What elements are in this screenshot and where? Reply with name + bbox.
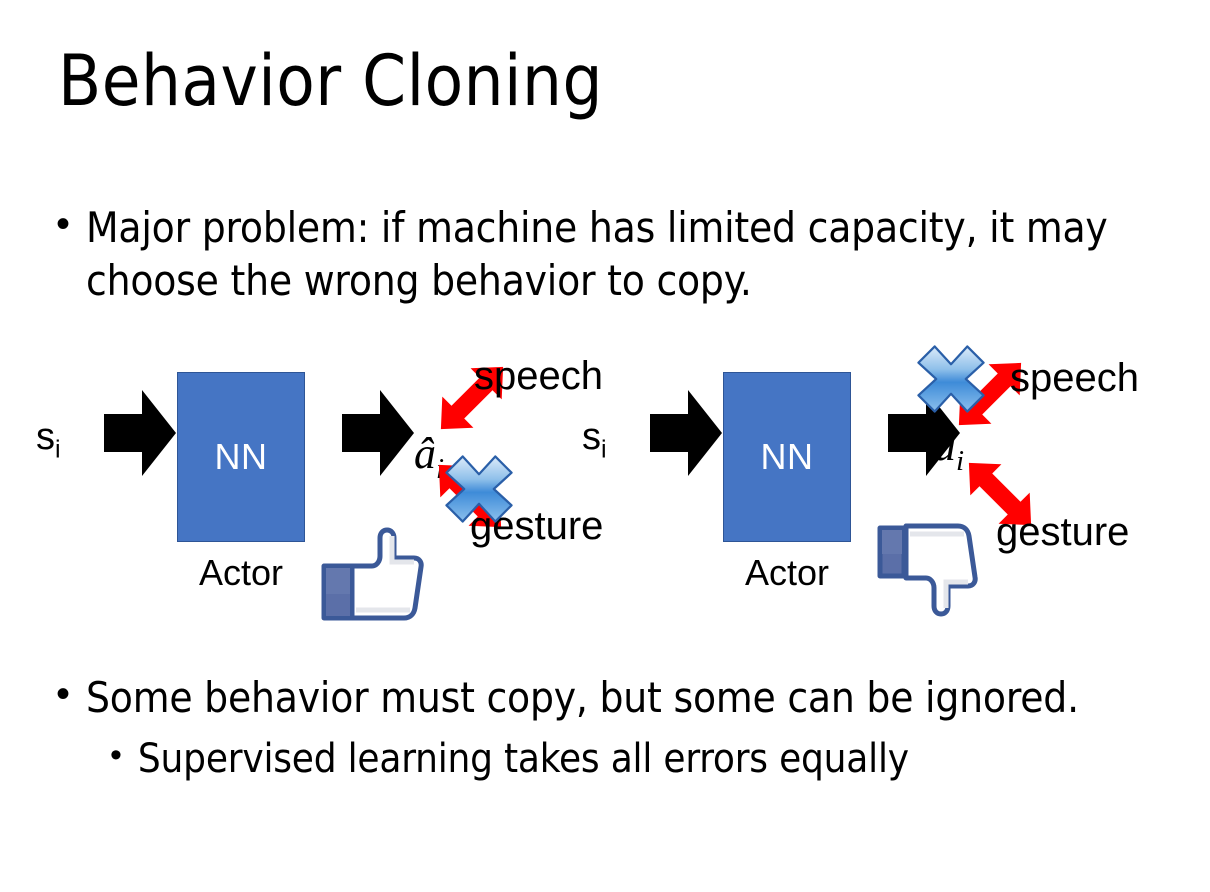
action-label-right: âi bbox=[934, 424, 964, 476]
diagram-panel-left: si NN Actor âi bbox=[22, 336, 622, 636]
branch-label-gesture-right: gesture bbox=[996, 510, 1130, 554]
state-subscript: i bbox=[55, 435, 61, 464]
actor-label-left: Actor bbox=[198, 552, 284, 593]
bullet-text: Major problem: if machine has limited ca… bbox=[86, 203, 1108, 305]
action-symbol: â bbox=[934, 421, 956, 470]
bullet-text: Some behavior must copy, but some can be… bbox=[86, 673, 1079, 722]
nn-label: NN bbox=[214, 436, 268, 477]
state-subscript: i bbox=[601, 435, 607, 464]
branch-label-speech-right: speech bbox=[1010, 356, 1139, 400]
bullet-marker-icon: • bbox=[56, 202, 71, 246]
thumbs-down-icon-right bbox=[874, 520, 978, 618]
block-right-arrow-icon-output-right bbox=[888, 390, 960, 476]
state-symbol: s bbox=[36, 416, 55, 458]
block-right-arrow-icon-input-left bbox=[104, 390, 176, 476]
branch-label-speech-left: speech bbox=[474, 354, 603, 398]
blue-cross-icon-right bbox=[914, 342, 988, 416]
red-double-headed-arrow-icon-speech-left bbox=[422, 348, 522, 448]
bullet-item-some-behavior: • Some behavior must copy, but some can … bbox=[56, 672, 1166, 725]
action-symbol: â bbox=[414, 429, 436, 478]
state-symbol: s bbox=[582, 416, 601, 458]
bullet-text: Supervised learning takes all errors equ… bbox=[137, 736, 909, 782]
blue-cross-icon-left bbox=[442, 452, 516, 526]
bullet-marker-icon: • bbox=[56, 672, 71, 716]
actor-label-right: Actor bbox=[744, 552, 830, 593]
page-title: Behavior Cloning bbox=[58, 40, 603, 122]
nn-box-left: NN bbox=[177, 372, 305, 542]
red-double-headed-arrow-icon-gesture-right bbox=[950, 444, 1050, 544]
bullet-item-supervised-learning: • Supervised learning takes all errors e… bbox=[110, 734, 1170, 784]
diagram-panel-right: si NN Actor âi bbox=[568, 336, 1168, 636]
nn-label: NN bbox=[760, 436, 814, 477]
state-label-right: si bbox=[582, 418, 607, 463]
thumbs-up-icon-left bbox=[320, 526, 424, 624]
action-subscript: i bbox=[956, 444, 965, 477]
block-right-arrow-icon-input-right bbox=[650, 390, 722, 476]
bullet-item-major-problem: • Major problem: if machine has limited … bbox=[56, 202, 1116, 308]
state-label-left: si bbox=[36, 418, 61, 463]
block-right-arrow-icon-output-left bbox=[342, 390, 414, 476]
nn-box-right: NN bbox=[723, 372, 851, 542]
bullet-marker-icon: • bbox=[110, 736, 122, 774]
red-double-headed-arrow-icon-speech-right bbox=[940, 344, 1040, 444]
behavior-cloning-diagram: si NN Actor âi bbox=[0, 336, 1210, 636]
